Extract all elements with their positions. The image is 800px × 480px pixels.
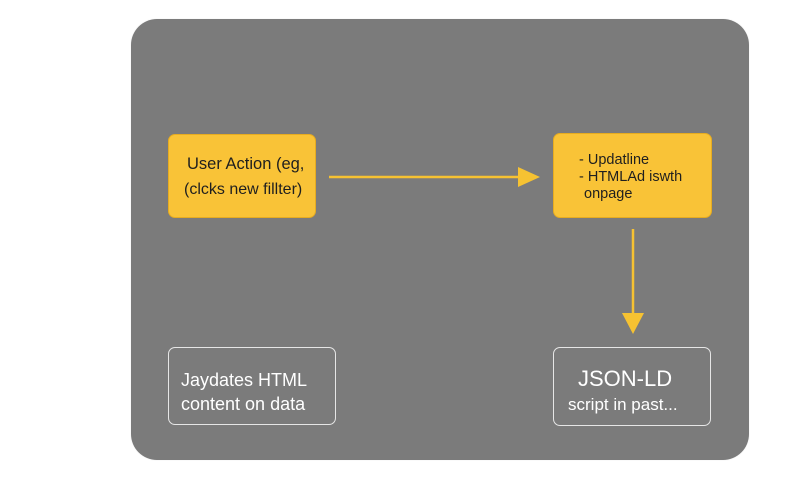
node-jsonld-line-1: JSON-LD [578, 366, 673, 391]
node-jaydates: Jaydates HTML content on data [168, 347, 336, 425]
diagram-background-panel [131, 19, 749, 460]
node-jsonld-line-2: script in past... [568, 395, 678, 414]
node-user-action-line-2: (clcks new fillter) [184, 181, 303, 198]
node-update-line-2: - HTMLAd iswth [579, 169, 683, 185]
node-user-action: User Action (eg, (clcks new fillter) [168, 134, 316, 218]
node-update-line-1: - Updatline [579, 152, 650, 168]
node-jaydates-line-1: Jaydates HTML [181, 370, 308, 390]
node-user-action-line-1: User Action (eg, [187, 155, 305, 173]
node-jaydates-line-2: content on data [181, 394, 306, 414]
node-jsonld: JSON-LD script in past... [553, 347, 711, 426]
node-update: - Updatline - HTMLAd iswth onpage [553, 133, 712, 218]
node-update-line-3: onpage [584, 186, 633, 202]
